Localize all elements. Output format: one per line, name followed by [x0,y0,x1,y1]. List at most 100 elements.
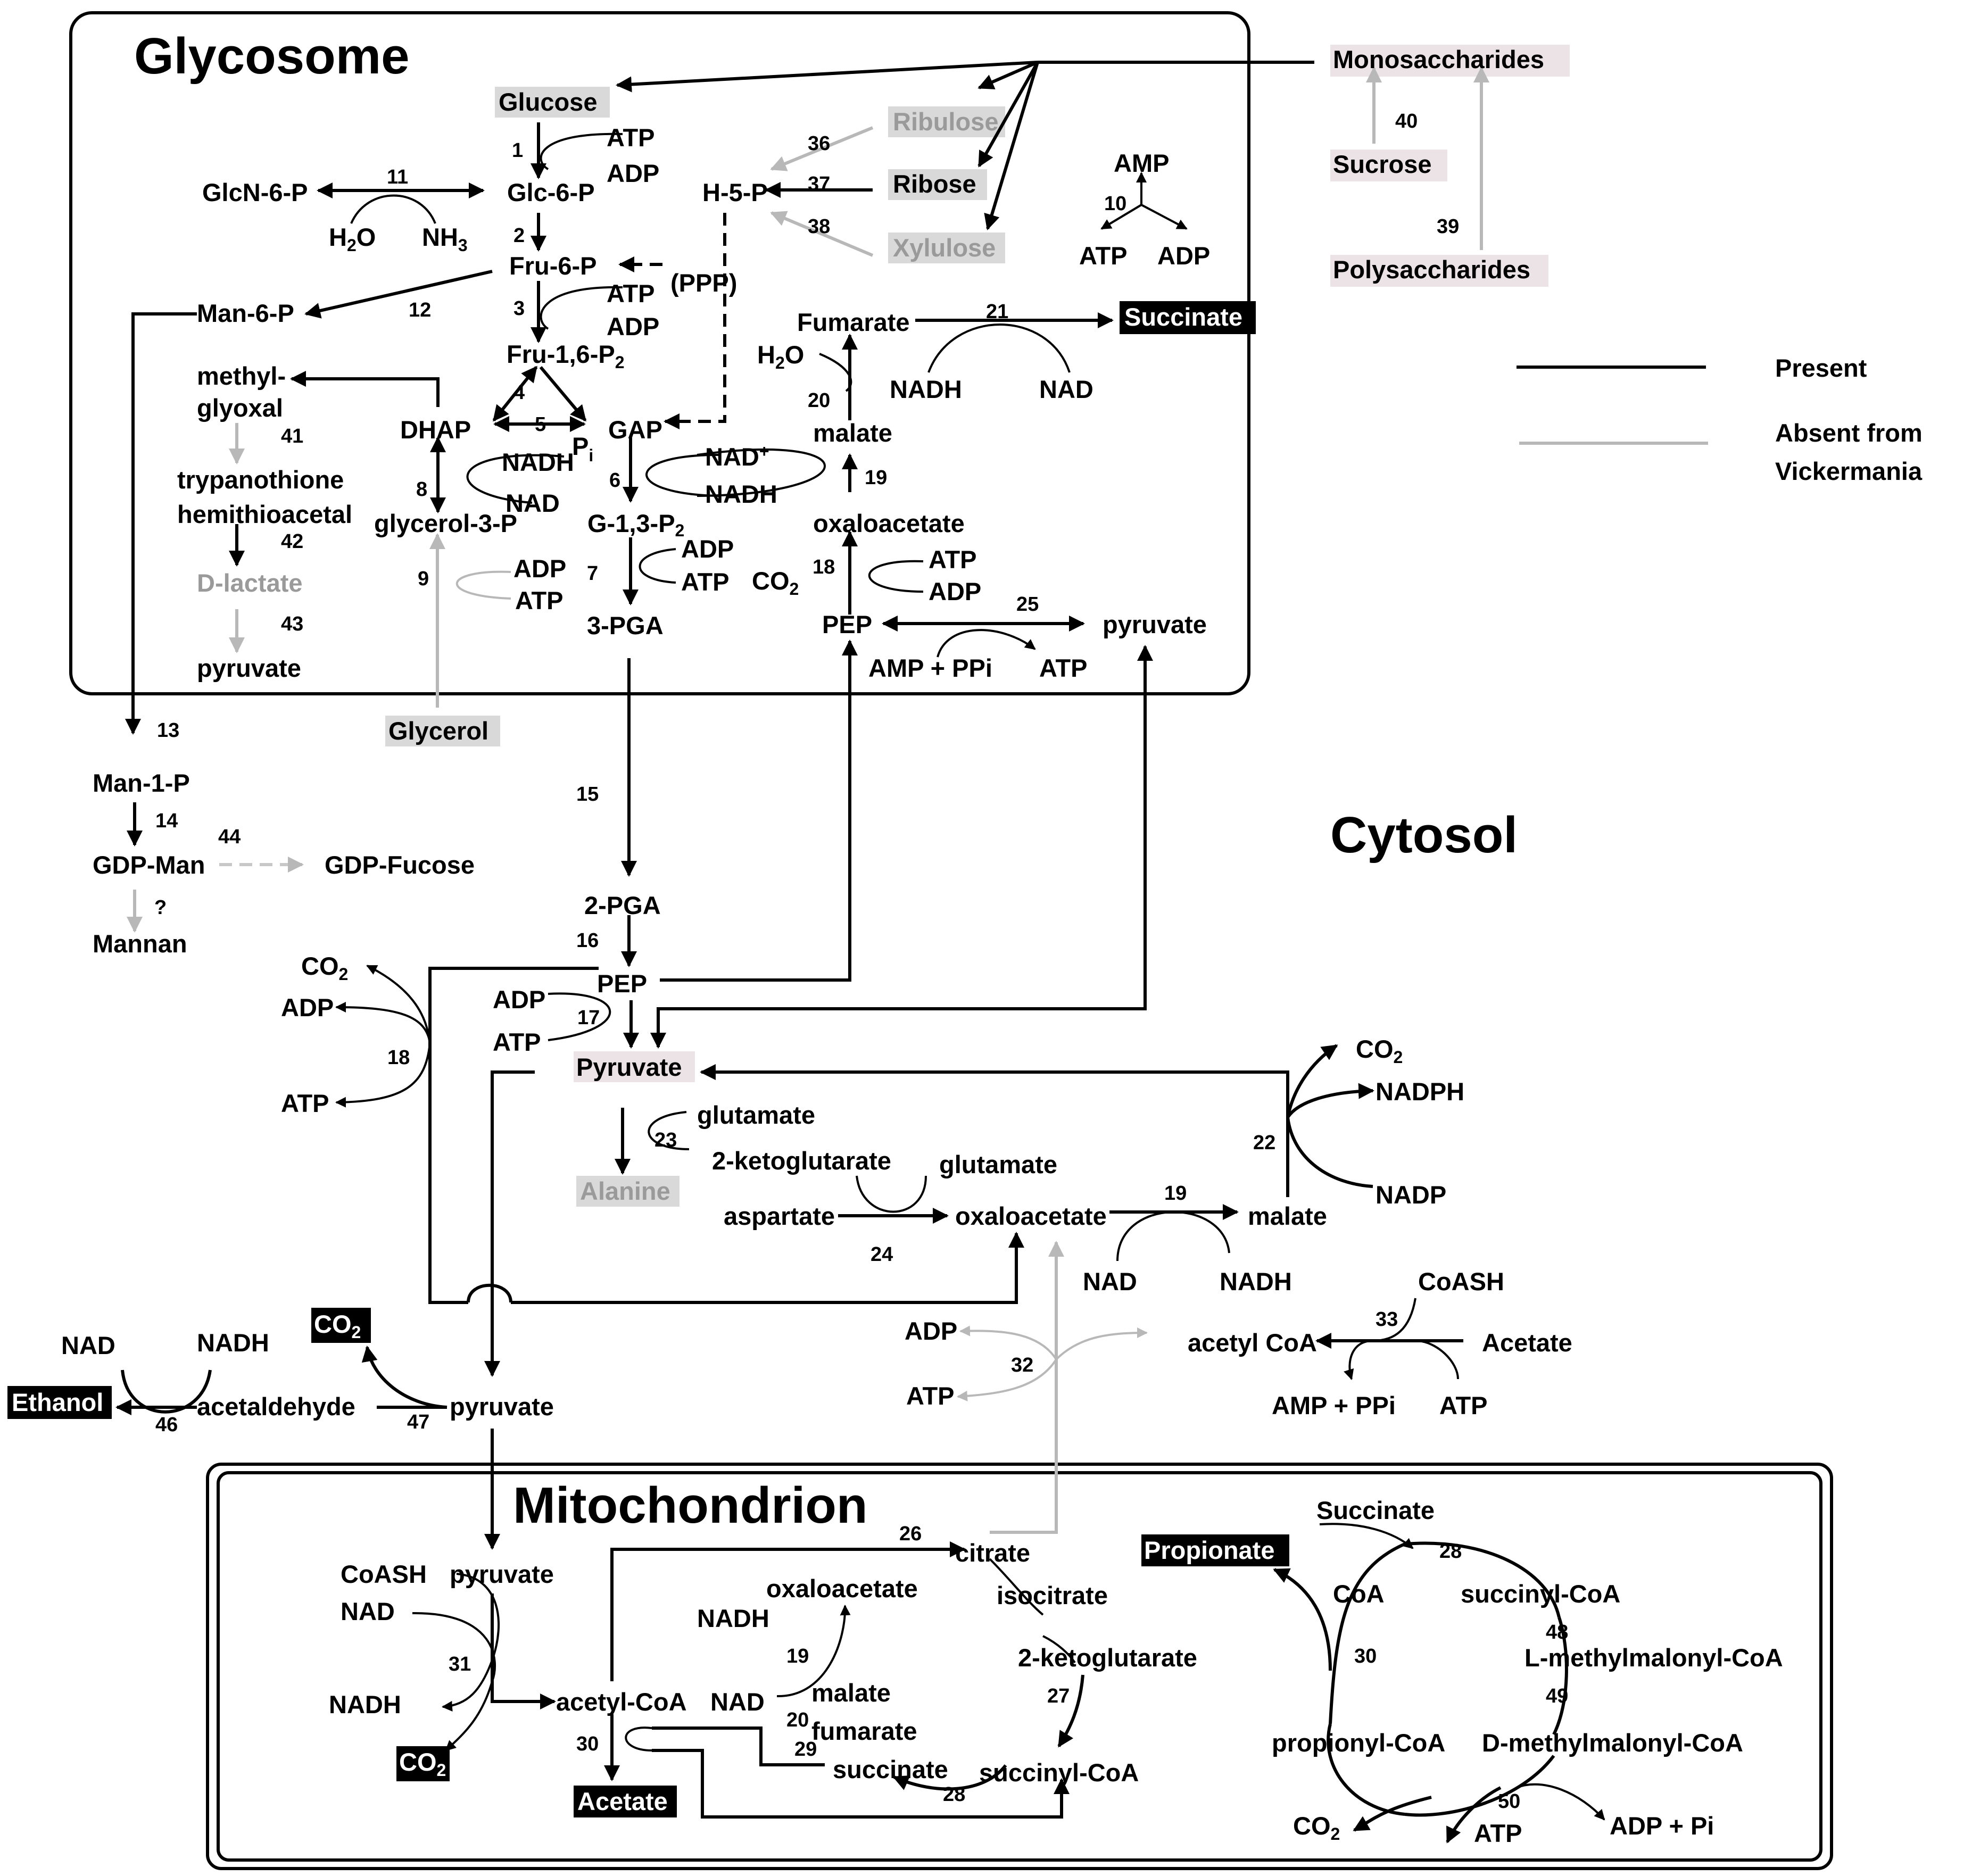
atp-50-label: ATP [1474,1819,1522,1847]
nadp-label: NADP [1376,1181,1446,1209]
propionate-label: Propionate [1144,1536,1274,1564]
adp-32-label: ADP [905,1317,957,1345]
ribulose-highlight [888,106,1005,137]
pyruvate-cyt-highlight [574,1051,695,1082]
citrate-label: citrate [955,1539,1030,1567]
coash-31-label: CoASH [341,1560,427,1588]
man6p-label: Man-6-P [197,299,294,327]
pyruvate-gly-right-label: pyruvate [1103,610,1207,638]
nad-31-label: NAD [341,1597,395,1625]
enzyme-3: 3 [513,297,525,320]
succinate-mito-label: succinate [833,1755,948,1783]
atp-32-label: ATP [906,1382,955,1410]
enzyme-21: 21 [986,301,1008,323]
enzyme-36: 36 [808,132,830,155]
succinate-gly-highlight [1120,301,1256,334]
coash-33-label: CoASH [1418,1267,1504,1296]
pyruvate-mito-label: pyruvate [450,1560,554,1588]
amp-ppi-33-label: AMP + PPi [1272,1391,1396,1420]
enzyme-30p: 30 [1354,1645,1377,1667]
adp-3-label: ADP [607,312,659,341]
methyl-label: methyl- [197,362,286,390]
enzyme-30m: 30 [576,1733,599,1755]
acetate-mito-highlight [574,1786,677,1817]
cytosol-title: Cytosol [1330,807,1518,864]
mitochondrion-inner-box [217,1471,1822,1862]
legend-absent-label-1: Absent from [1775,419,1923,447]
enzyme-49: 49 [1546,1685,1568,1707]
atp-17-label: ATP [493,1028,541,1056]
enzyme-37: 37 [808,173,830,195]
enzyme-15: 15 [576,783,599,806]
succinylcoa-48-label: succinyl-CoA [1461,1580,1620,1608]
nad-19c-label: NAD [1083,1267,1137,1296]
enzyme-14: 14 [155,810,178,832]
glucose-highlight [495,87,610,118]
glucose-label: Glucose [499,88,597,116]
enzyme-48: 48 [1546,1621,1568,1643]
nadh-8-label: NADH [502,448,574,476]
co2-gly-label: CO2 [752,567,799,599]
pga2-label: 2-PGA [584,891,661,919]
pga3-label: 3-PGA [587,611,664,640]
nadh-21-label: NADH [890,375,962,403]
question-label: ? [154,897,167,919]
xylulose-label: Xylulose [893,234,996,262]
enzyme-19c: 19 [1164,1182,1187,1205]
gdpman-label: GDP-Man [93,851,205,879]
atp-10-label: ATP [1079,242,1128,270]
adp-pi-50-label: ADP + Pi [1610,1812,1714,1840]
co2-18-label: CO2 [301,952,348,984]
enzyme-32: 32 [1011,1354,1033,1376]
enzyme-29: 29 [794,1738,817,1761]
ribulose-label: Ribulose [893,107,998,136]
pyruvate-cyt-label: Pyruvate [576,1053,682,1081]
nadh-31-label: NADH [329,1690,401,1719]
glycerol-label: Glycerol [388,717,488,745]
glycerol3p-label: glycerol-3-P [374,509,517,537]
co2-47-highlight [311,1308,371,1343]
glycerol-highlight [385,716,500,746]
enzyme-2: 2 [513,225,525,247]
nadh-46-label: NADH [197,1329,269,1357]
enzyme-9: 9 [418,568,429,590]
nad-6-label: NAD+ [705,442,769,471]
enzyme-41: 41 [281,425,303,447]
g13p2-label: G-1,3-P2 [587,509,684,540]
co2-47-label: CO2 [314,1310,361,1342]
acetaldehyde-label: acetaldehyde [197,1392,355,1421]
alanine-highlight [576,1176,680,1207]
atp-3-label: ATP [607,279,655,308]
atp-9-label: ATP [515,586,564,615]
aspartate-label: aspartate [724,1202,835,1230]
oxaloacetate-mito-label: oxaloacetate [766,1574,918,1603]
cytosol-arrows [115,640,1463,1534]
enzyme-8: 8 [416,478,427,501]
enzyme-13: 13 [157,719,179,742]
enzyme-20m: 20 [786,1709,809,1731]
trypanothione-label: trypanothione [177,466,344,494]
enzyme-11: 11 [387,166,408,188]
enzyme-18g: 18 [813,556,835,578]
adp-1-label: ADP [607,159,659,187]
oxaloacetate-cyt-label: oxaloacetate [955,1202,1107,1230]
mitochondrion-labels: CoASH pyruvate NAD NADH CO2 acetyl-CoA A… [329,1496,1783,1847]
enzyme-26: 26 [899,1523,922,1545]
acetate-cyt-label: Acetate [1482,1329,1572,1357]
polysaccharides-highlight [1330,255,1548,287]
malate-gly-label: malate [813,419,892,447]
enzyme-19m: 19 [786,1645,809,1667]
alanine-label: Alanine [580,1177,670,1205]
ketoglutarate-23-label: 2-ketoglutarate [712,1147,891,1175]
amp-10-label: AMP [1114,149,1169,177]
man1p-label: Man-1-P [93,769,190,797]
enzyme-40: 40 [1395,110,1418,132]
enzyme-44: 44 [218,826,241,848]
nad-46-label: NAD [61,1331,115,1359]
h5p-label: H-5-P [702,178,768,206]
enzyme-16: 16 [576,929,599,952]
nadh-19c-label: NADH [1220,1267,1292,1296]
atp-33-label: ATP [1439,1391,1488,1420]
succinate-gly-label: Succinate [1124,303,1242,331]
enzyme-4: 4 [513,381,525,404]
